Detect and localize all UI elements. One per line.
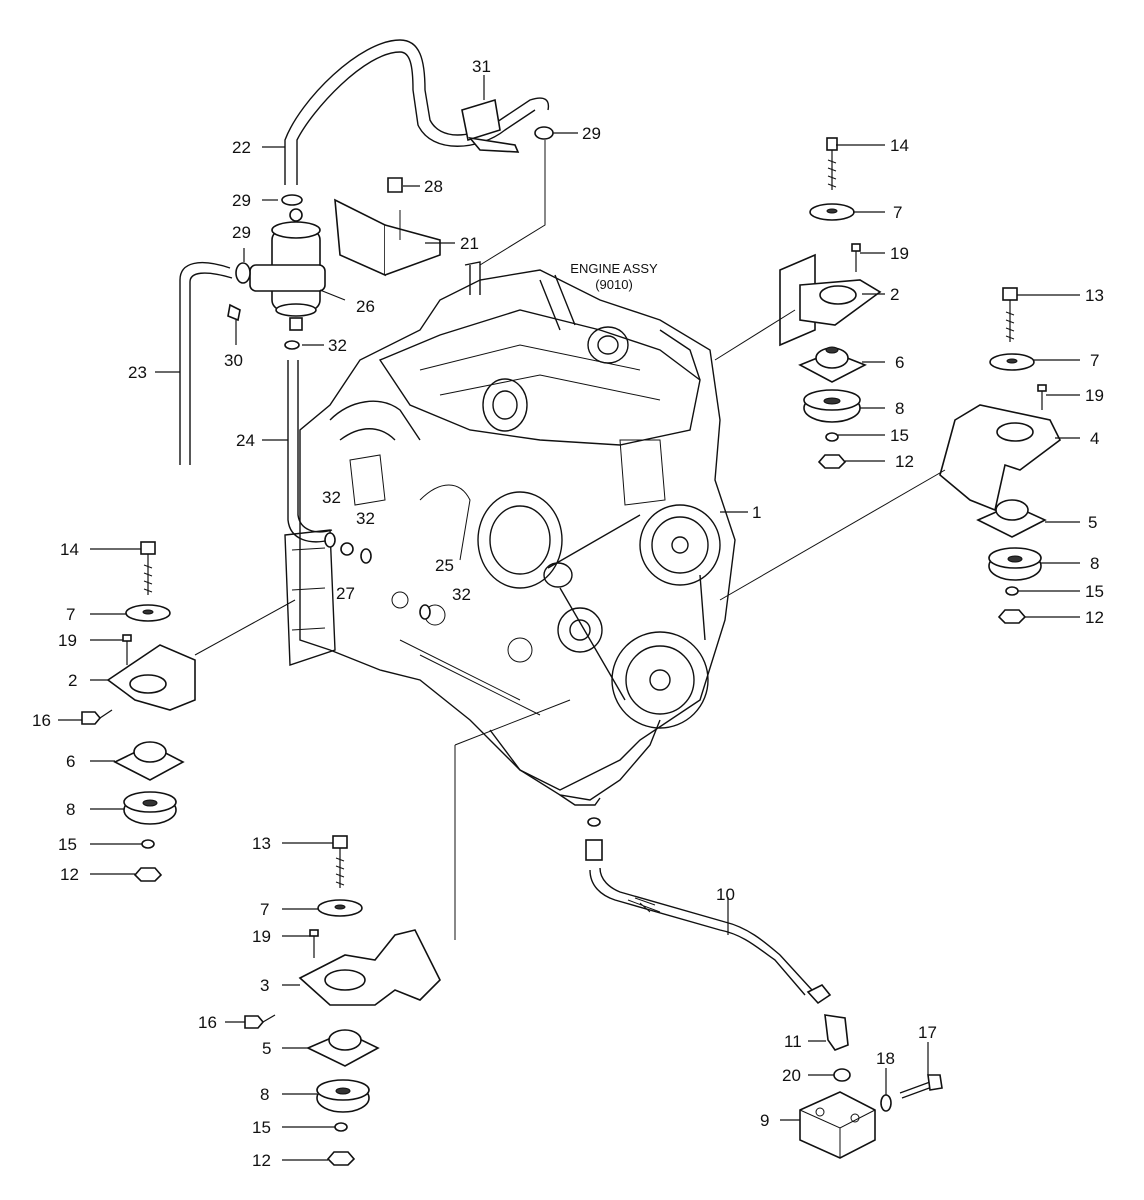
callout-1: 1 (752, 503, 761, 522)
callout-15: 15 (890, 426, 909, 445)
callout-18: 18 (876, 1049, 895, 1068)
right-far-mount (939, 287, 1062, 624)
bottom-mount (244, 835, 441, 1166)
callout-28: 28 (424, 177, 443, 196)
callout-32: 32 (452, 585, 471, 604)
callout-14: 14 (890, 136, 909, 155)
callout-16: 16 (198, 1013, 217, 1032)
callout-2: 2 (890, 285, 899, 304)
callout-9: 9 (760, 1111, 769, 1130)
engine-assy-label: ENGINE ASSY (570, 261, 658, 276)
callout-labels: 1 2 2 3 4 5 5 6 6 7 7 7 7 8 8 8 8 9 10 1… (32, 57, 1104, 1170)
callout-30: 30 (224, 351, 243, 370)
callout-11: 11 (784, 1032, 802, 1051)
breather-hose-group (179, 39, 550, 543)
callout-31: 31 (472, 57, 491, 76)
callout-2: 2 (68, 671, 77, 690)
callout-12: 12 (252, 1151, 271, 1170)
callout-19: 19 (252, 927, 271, 946)
callout-7: 7 (66, 605, 75, 624)
callout-15: 15 (58, 835, 77, 854)
callout-29: 29 (582, 124, 601, 143)
callout-15: 15 (1085, 582, 1104, 601)
o-rings (227, 126, 554, 620)
callout-12: 12 (895, 452, 914, 471)
callout-5: 5 (1088, 513, 1097, 532)
callout-6: 6 (66, 752, 75, 771)
engine-assy-code: (9010) (595, 277, 633, 292)
callout-12: 12 (60, 865, 79, 884)
callout-20: 20 (782, 1066, 801, 1085)
bracket-21-part (334, 198, 441, 277)
callout-26: 26 (356, 297, 375, 316)
callout-22: 22 (232, 138, 251, 157)
callout-13: 13 (252, 834, 271, 853)
callout-6: 6 (895, 353, 904, 372)
callout-24: 24 (236, 431, 255, 450)
right-upper-mount (779, 137, 882, 469)
callout-32: 32 (328, 336, 347, 355)
callout-23: 23 (128, 363, 147, 382)
callout-7: 7 (260, 900, 269, 919)
callout-25: 25 (435, 556, 454, 575)
callout-32: 32 (322, 488, 341, 507)
callout-17: 17 (918, 1023, 937, 1042)
callout-7: 7 (893, 203, 902, 222)
callout-19: 19 (890, 244, 909, 263)
callout-19: 19 (58, 631, 77, 650)
callout-19: 19 (1085, 386, 1104, 405)
callout-29: 29 (232, 191, 251, 210)
callout-27: 27 (336, 584, 355, 603)
leader-lines (58, 75, 1080, 1161)
callout-3: 3 (260, 976, 269, 995)
callout-5: 5 (262, 1039, 271, 1058)
callout-10: 10 (716, 885, 735, 904)
oil-drain-hose (585, 817, 943, 1159)
callout-13: 13 (1085, 286, 1104, 305)
callout-8: 8 (260, 1085, 269, 1104)
callout-16: 16 (32, 711, 51, 730)
callout-8: 8 (895, 399, 904, 418)
engine-assembly-drawing (284, 261, 736, 806)
callout-4: 4 (1090, 429, 1099, 448)
callout-15: 15 (252, 1118, 271, 1137)
callout-14: 14 (60, 540, 79, 559)
callout-7: 7 (1090, 351, 1099, 370)
callout-21: 21 (460, 234, 479, 253)
callout-29: 29 (232, 223, 251, 242)
callout-8: 8 (1090, 554, 1099, 573)
left-mount (81, 541, 196, 882)
callout-8: 8 (66, 800, 75, 819)
oil-separator-part (249, 208, 326, 331)
callout-32: 32 (356, 509, 375, 528)
callout-12: 12 (1085, 608, 1104, 627)
